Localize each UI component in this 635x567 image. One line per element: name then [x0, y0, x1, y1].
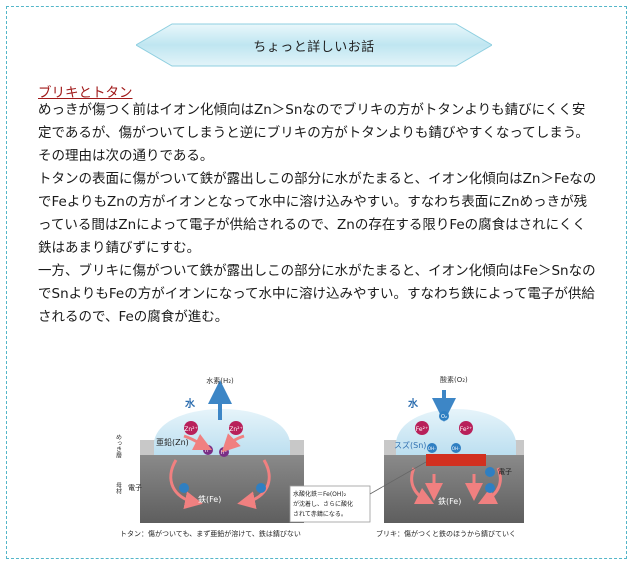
- electron-icon: [256, 483, 266, 493]
- iron-base: [140, 455, 304, 523]
- galvanized-iron-diagram: 水素(H₂) 水 Zn²⁺ Zn²⁺ H⁺ H⁺ 亜鉛(Zn) 電子 鉄(Fe)…: [115, 376, 304, 538]
- svg-text:H⁺: H⁺: [205, 448, 212, 454]
- iron-label: 鉄(Fe): [198, 494, 221, 504]
- hydroxide-ion-icon: [427, 443, 437, 453]
- oxygen-label: 酸素(O₂): [440, 375, 468, 384]
- zinc-label: 亜鉛(Zn): [156, 437, 189, 447]
- water-drop: [396, 409, 516, 455]
- banner-title: ちょっと詳しいお話: [253, 39, 375, 55]
- section-heading: ブリキとトタン: [38, 85, 133, 101]
- rust-note-line: 水酸化鉄＝Fe(OH)₂: [293, 490, 347, 498]
- corrosion-figure: 水素(H₂) 水 Zn²⁺ Zn²⁺ H⁺ H⁺ 亜鉛(Zn) 電子 鉄(Fe)…: [114, 370, 534, 542]
- svg-text:Zn²⁺: Zn²⁺: [229, 426, 243, 433]
- rust-note-box: [289, 485, 371, 523]
- electron-label: 電子: [128, 484, 142, 492]
- electron-icon: [485, 483, 495, 493]
- water-label: 水: [407, 397, 419, 410]
- svg-text:H⁺: H⁺: [221, 450, 228, 456]
- zinc-ion-icon: [184, 421, 198, 435]
- section-body: めっきが傷つく前はイオン化傾向はZn＞Snなのでブリキの方がトタンよりも錆びにく…: [38, 99, 598, 329]
- section-banner: ちょっと詳しいお話: [135, 22, 493, 68]
- base-material-label: 母材: [115, 482, 122, 494]
- iron-ion-icon: [415, 421, 429, 435]
- tinplate-diagram: 酸素(O₂) 水 O₂ Fe²⁺ Fe²⁺ OH⁻ OH⁻ スズ(Sn) 電子 …: [289, 375, 524, 538]
- electron-icon: [179, 483, 189, 493]
- left-caption: トタン：傷がついても、まず亜鉛が溶けて、鉄は錆びない: [120, 529, 301, 538]
- tin-label: スズ(Sn): [394, 440, 426, 450]
- electron-icon: [485, 467, 495, 477]
- svg-text:Zn²⁺: Zn²⁺: [184, 426, 198, 433]
- rust-patch: [426, 454, 486, 466]
- water-drop: [154, 409, 290, 455]
- iron-label: 鉄(Fe): [438, 496, 461, 506]
- iron-base: [384, 455, 524, 523]
- rust-note-line: が沈着し、さらに酸化: [293, 500, 353, 508]
- svg-text:Fe²⁺: Fe²⁺: [460, 426, 472, 433]
- svg-text:OH⁻: OH⁻: [428, 446, 436, 451]
- rust-note-line: されて赤錆になる。: [293, 510, 347, 518]
- hydroxide-ion-icon: [451, 443, 461, 453]
- hydrogen-label: 水素(H₂): [206, 376, 234, 385]
- right-caption: ブリキ：傷がつくと鉄のほうから錆びていく: [376, 529, 516, 538]
- svg-text:Fe²⁺: Fe²⁺: [416, 426, 428, 433]
- svg-text:O₂: O₂: [441, 414, 447, 420]
- paragraph: めっきが傷つく前はイオン化傾向はZn＞Snなのでブリキの方がトタンよりも錆びにく…: [38, 102, 589, 164]
- plating-layer-label: めっき層: [115, 434, 122, 459]
- water-label: 水: [184, 397, 196, 410]
- paragraph: 一方、ブリキに傷がついて鉄が露出しこの部分に水がたまると、イオン化傾向はFe＞S…: [38, 263, 596, 325]
- paragraph: トタンの表面に傷がついて鉄が露出しこの部分に水がたまると、イオン化傾向はZn＞F…: [38, 171, 597, 256]
- oxygen-molecule-icon: [439, 411, 449, 421]
- electron-label: 電子: [498, 468, 512, 476]
- svg-text:OH⁻: OH⁻: [452, 446, 460, 451]
- zinc-ion-icon: [229, 421, 243, 435]
- iron-ion-icon: [459, 421, 473, 435]
